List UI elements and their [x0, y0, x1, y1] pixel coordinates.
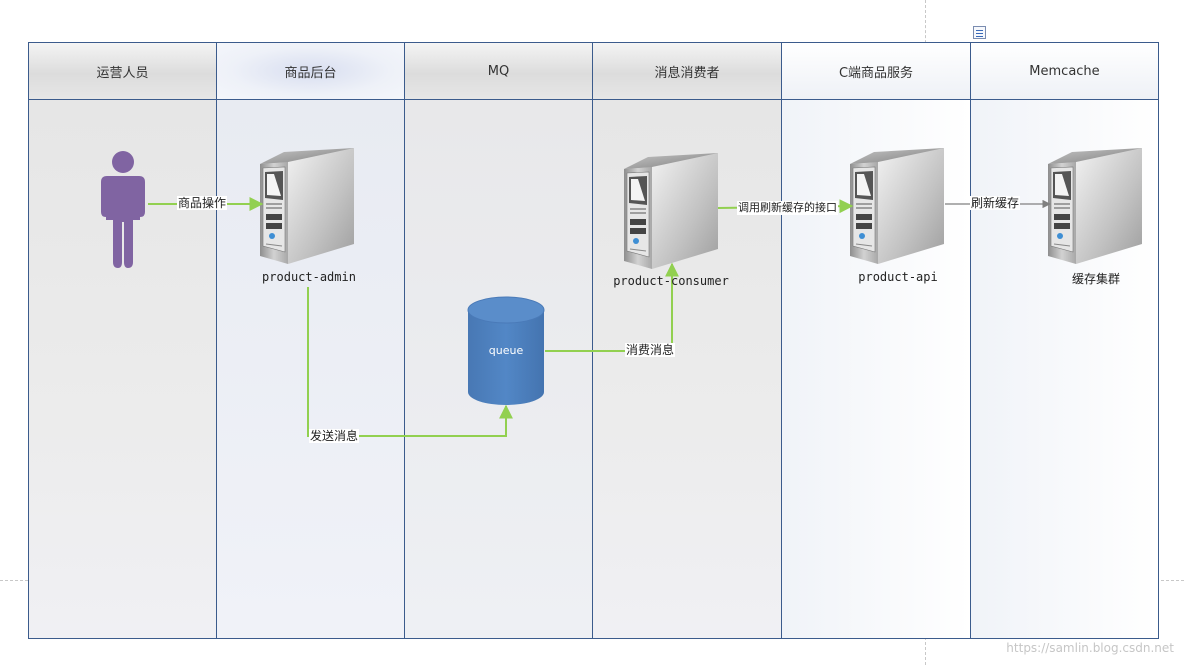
swimlane-container: 运营人员 商品后台 MQ 消息消费者 C端商品服务 Memcache — [28, 42, 1159, 639]
person-icon — [101, 151, 145, 268]
node-label-admin: product-admin — [262, 270, 356, 284]
lane-header-consumer: 消息消费者 — [593, 43, 781, 100]
database-cylinder-icon — [467, 296, 545, 405]
lane-mq: MQ — [405, 43, 593, 638]
edge-label: 消费消息 — [625, 343, 676, 357]
edge-label: 刷新缓存 — [970, 196, 1021, 210]
watermark: https://samlin.blog.csdn.net — [1006, 641, 1174, 655]
lane-header-mq: MQ — [405, 43, 592, 100]
queue-label: queue — [488, 344, 524, 357]
node-label-cache: 缓存集群 — [1071, 272, 1121, 286]
lane-header-api: C端商品服务 — [782, 43, 970, 100]
edge-label: 商品操作 — [177, 196, 228, 210]
lane-header-operator: 运营人员 — [29, 43, 216, 100]
node-label-api: product-api — [858, 270, 938, 284]
lane-header-admin: 商品后台 — [217, 43, 404, 100]
edge-admin-to-queue — [307, 287, 513, 437]
edge-label: 发送消息 — [309, 429, 360, 443]
edge-label: 调用刷新缓存的接口 — [737, 201, 838, 215]
node-label-consumer: product-consumer — [613, 274, 729, 288]
lane-header-memcache: Memcache — [971, 43, 1158, 100]
list-icon[interactable] — [973, 26, 986, 39]
